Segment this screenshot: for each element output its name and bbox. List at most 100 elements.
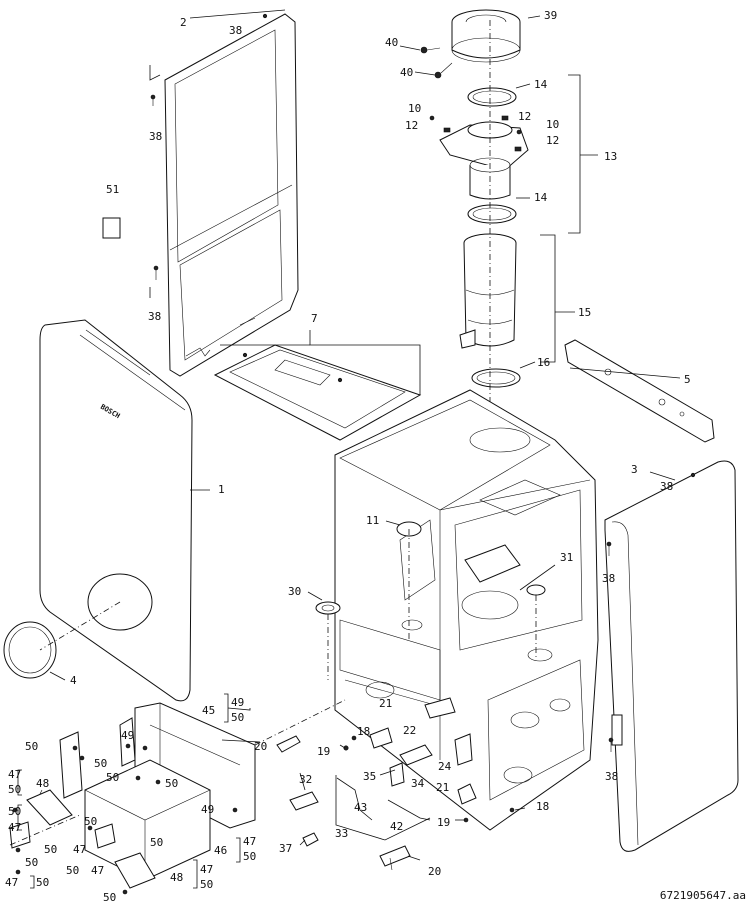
screws-10-12: [429, 115, 522, 152]
callout-30: 30: [288, 585, 301, 598]
callout-50-b: 50: [25, 740, 38, 753]
callout-50-h: 50: [84, 815, 97, 828]
callout-38-c: 38: [148, 310, 161, 323]
callout-50-p: 50: [103, 891, 116, 904]
part-clip-20-bottom: [379, 845, 411, 871]
part-clip-32: [289, 791, 319, 811]
part-clip-20-left: [276, 735, 301, 753]
part-pipe-42: [387, 799, 431, 821]
callout-18-b: 18: [536, 800, 549, 813]
callout-38-d: 38: [660, 480, 673, 493]
part-clips-47: [9, 821, 116, 849]
leader-lines: [49, 9, 681, 861]
callout-50-k: 50: [44, 843, 57, 856]
part-seal-14-upper: [467, 87, 517, 107]
callout-50-m: 50: [66, 864, 79, 877]
callout-24: 24: [438, 760, 452, 773]
part-main-chassis: [334, 389, 599, 831]
callout-21-b: 21: [436, 781, 449, 794]
callout-47-d: 47: [73, 843, 86, 856]
part-flue-adapter-39: [451, 9, 521, 63]
callout-19-b: 19: [437, 816, 450, 829]
part-rear-frame: [164, 13, 299, 377]
callout-47-e: 47: [91, 864, 104, 877]
callout-50-n: 50: [200, 878, 213, 891]
callout-40-a: 40: [385, 36, 398, 49]
callout-50-g: 50: [8, 805, 21, 818]
callout-47-f: 47: [200, 863, 213, 876]
callout-34: 34: [411, 777, 425, 790]
callout-50-i: 50: [150, 836, 163, 849]
callout-11: 11: [366, 514, 379, 527]
callout-50-o: 50: [36, 876, 49, 889]
callout-45: 45: [202, 704, 215, 717]
callout-49-b: 49: [121, 729, 134, 742]
callout-46: 46: [214, 844, 227, 857]
part-bracket-48-bottom: [114, 852, 156, 889]
callout-2: 2: [180, 16, 187, 29]
callout-43: 43: [354, 801, 367, 814]
part-front-cover: BOSCH: [39, 319, 193, 702]
callout-10-a: 10: [408, 102, 421, 115]
part-ring-4: [3, 621, 57, 679]
callout-16: 16: [537, 356, 550, 369]
callout-48-b: 48: [170, 871, 183, 884]
callout-50-c: 50: [94, 757, 107, 770]
callout-50-j: 50: [243, 850, 256, 863]
part-sensor-24: [454, 733, 473, 766]
callout-20-a: 20: [254, 740, 267, 753]
part-clip-37: [302, 832, 319, 847]
callout-12-c: 12: [546, 134, 559, 147]
callout-38-e: 38: [602, 572, 615, 585]
part-seal-30: [315, 601, 341, 615]
part-bracket-46: [84, 759, 211, 881]
callout-47-g: 47: [5, 876, 18, 889]
part-seal-16: [471, 368, 521, 388]
callout-38-f: 38: [605, 770, 618, 783]
callout-33: 33: [335, 827, 348, 840]
callout-50-l: 50: [25, 856, 38, 869]
part-flue-connector: [439, 121, 529, 200]
callout-47-c: 47: [243, 835, 256, 848]
callout-18-a: 18: [357, 725, 370, 738]
callout-14-b: 14: [534, 191, 548, 204]
callout-19-a: 19: [317, 745, 330, 758]
part-seal-14-lower: [467, 204, 517, 224]
callout-49-a: 49: [231, 696, 244, 709]
callout-20-b: 20: [428, 865, 441, 878]
callout-21-a: 21: [379, 697, 392, 710]
callout-51: 51: [106, 183, 119, 196]
part-sensor-21: [369, 727, 477, 805]
part-bracket-48-left: [26, 789, 73, 826]
callout-48-a: 48: [36, 777, 49, 790]
part-hose-43: [336, 777, 373, 821]
callout-15: 15: [578, 306, 591, 319]
callout-50-e: 50: [165, 777, 178, 790]
callout-50-d: 50: [106, 771, 119, 784]
callout-5: 5: [684, 373, 691, 386]
part-wall-bracket-5: [564, 339, 715, 443]
callout-49-c: 49: [201, 803, 214, 816]
callout-50-a: 50: [231, 711, 244, 724]
screws-18-19: [343, 735, 515, 823]
callout-47-b: 47: [8, 821, 21, 834]
callout-12-b: 12: [405, 119, 418, 132]
callout-4: 4: [70, 674, 77, 687]
callout-7: 7: [311, 312, 318, 325]
callout-labels: 2 38 38 51 38 7 1 4 39 40 40 14 10 12 12…: [5, 9, 691, 904]
part-flue-pipe-15: [459, 233, 517, 349]
part-sensor-22: [424, 697, 456, 719]
callout-31: 31: [560, 551, 573, 564]
callout-50-f: 50: [8, 783, 21, 796]
part-holder-34: [389, 744, 433, 787]
callout-38-b: 38: [149, 130, 162, 143]
callout-42: 42: [390, 820, 403, 833]
callout-47-a: 47: [8, 768, 21, 781]
part-seal-31: [526, 584, 546, 596]
callout-32: 32: [299, 773, 312, 786]
callout-10-b: 10: [546, 118, 559, 131]
callout-1: 1: [218, 483, 225, 496]
callout-38-a: 38: [229, 24, 242, 37]
screws-38-right: [606, 541, 614, 752]
